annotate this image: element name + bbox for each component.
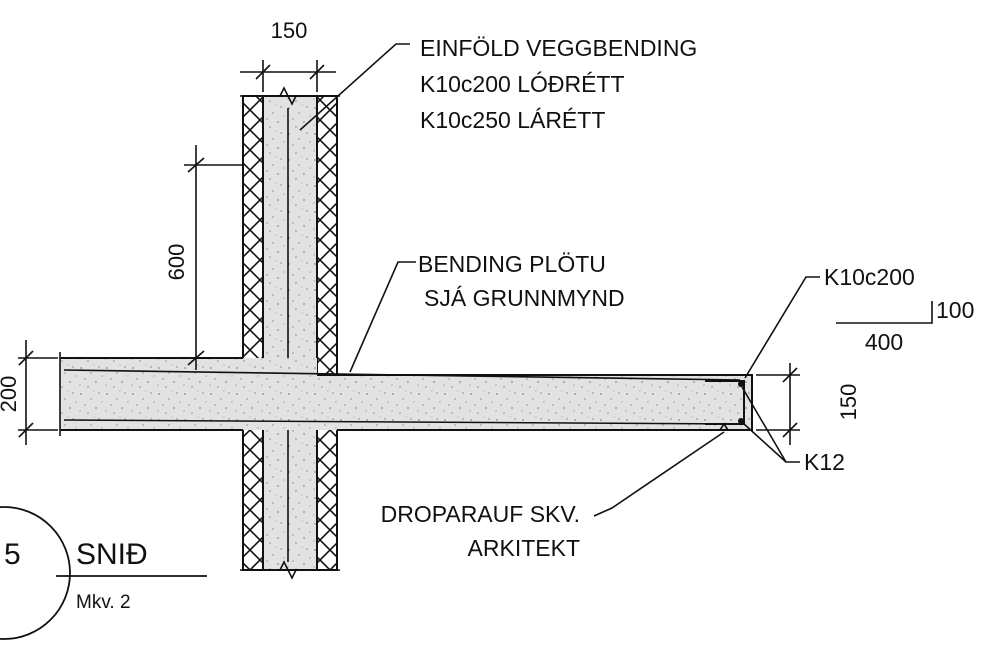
- leader-drip-groove: [593, 431, 725, 517]
- section-scale: Mkv. 2: [76, 592, 131, 613]
- slab-top-rebar: [63, 369, 741, 381]
- leader-edge-bar: [744, 276, 820, 379]
- wall-insulation-left: [242, 95, 264, 571]
- wall-insulation-right: [316, 95, 338, 571]
- leader-wall-rebar: [299, 43, 410, 131]
- edge-u-bar: [705, 380, 745, 425]
- slab-junction: [263, 358, 317, 430]
- slab-cantilever: [317, 375, 752, 430]
- note-wall-rebar-3: K10c250 LÁRÉTT: [420, 107, 605, 133]
- slab-section: [59, 352, 753, 436]
- title-block: 5 SNIÐ Mkv. 2: [0, 506, 207, 640]
- dimension-lines: [18, 60, 933, 445]
- note-slab-rebar-2: SJÁ GRUNNMYND: [424, 285, 625, 311]
- note-wall-rebar-2: K10c200 LÓÐRÉTT: [420, 71, 625, 97]
- note-edge-bar: K10c200: [824, 264, 915, 290]
- note-drip-groove-1: DROPARAUF SKV.: [381, 501, 580, 527]
- dim-slab-edge: 150: [836, 384, 861, 421]
- detail-number: 5: [4, 538, 21, 571]
- dim-slab-thickness: 200: [0, 376, 21, 413]
- note-edge-bar-leg: 100: [936, 297, 974, 323]
- wall-section: [240, 86, 340, 580]
- section-title: SNIÐ: [76, 538, 148, 571]
- bar-shape-sketch: [836, 301, 933, 324]
- detail-number-circle: [0, 506, 71, 640]
- note-corner-bars: K12: [804, 449, 845, 475]
- annotations: 150 600 200 150 EINFÖLD VEGGBENDING K10c…: [0, 18, 974, 561]
- dim-wall-thickness: 150: [271, 18, 308, 43]
- leader-corner-bar-2: [743, 423, 787, 463]
- wall-break-top: [240, 86, 340, 106]
- corner-bar-top: [738, 381, 744, 387]
- corner-bar-bottom: [738, 418, 744, 424]
- slab-bottom-rebar: [63, 419, 741, 425]
- dim-wall-height: 600: [164, 244, 189, 281]
- wall-concrete: [262, 95, 318, 571]
- note-drip-groove-2: ARKITEKT: [468, 535, 580, 561]
- leader-lines: [299, 43, 820, 517]
- note-wall-rebar-1: EINFÖLD VEGGBENDING: [420, 35, 697, 61]
- leader-slab-rebar: [349, 261, 416, 373]
- note-edge-bar-length: 400: [865, 329, 903, 355]
- note-slab-rebar-1: BENDING PLÖTU: [418, 251, 606, 277]
- wall-break-bottom: [240, 560, 340, 580]
